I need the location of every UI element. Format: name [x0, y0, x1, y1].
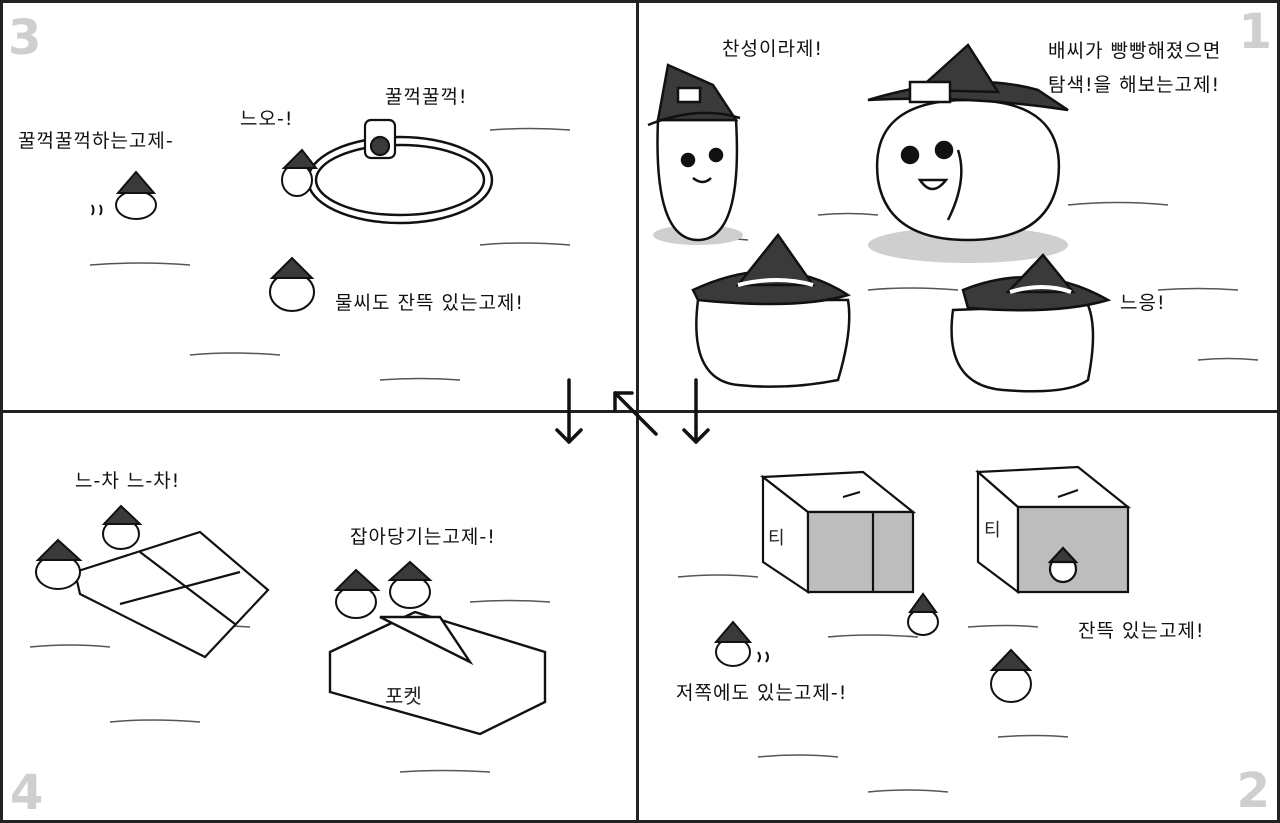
p2-speech-right: 잔뜩 있는고제!	[1078, 620, 1205, 642]
p3-speech-left: 꿀꺽꿀꺽하는고제-	[18, 130, 174, 152]
ground-lines	[89, 127, 571, 381]
panel-2-drawing	[677, 465, 1132, 793]
p3-speech-top: 꿀꺽꿀꺽!	[385, 86, 468, 108]
p4-speech-left: 느-차 느-차!	[75, 470, 181, 492]
character-pulling-2	[101, 504, 143, 550]
character-small-1	[713, 620, 769, 667]
panel-4-number: 4	[10, 765, 44, 821]
sack-label: 포켓	[385, 684, 422, 708]
panel-2-number: 2	[1236, 763, 1270, 819]
p4-speech-right: 잡아당기는고제-!	[350, 526, 496, 548]
character-near-pond	[281, 148, 319, 197]
panel-2: 2 티 티 저쪽에도 있는고제-! 잔뜩 있는고제!	[638, 412, 1280, 823]
panel-3-drawing	[89, 118, 571, 381]
panel-1-number: 1	[1238, 4, 1272, 60]
character-pulling-1	[35, 538, 83, 590]
character-drinking	[91, 170, 157, 220]
character-pulling-4	[387, 560, 433, 609]
outer-border-bottom	[0, 820, 1280, 823]
panel-1-drawing	[647, 43, 1259, 393]
character-bottom	[269, 256, 315, 312]
bottle	[363, 118, 397, 160]
p1-speech-bottom: 느응!	[1120, 292, 1166, 314]
shadow	[868, 227, 1068, 263]
character-left	[647, 63, 741, 242]
box-left-label: 티	[768, 528, 785, 549]
pocket-sack	[328, 610, 547, 736]
character-center	[867, 43, 1069, 242]
divider-horizontal	[0, 410, 1280, 413]
ground-lines	[667, 201, 1259, 361]
p1-speech-right-line2: 탐색!을 해보는고제!	[1048, 74, 1221, 96]
p2-speech-left: 저쪽에도 있는고제-!	[676, 682, 848, 704]
cloth	[73, 530, 270, 659]
p1-speech-left: 찬성이라제!	[722, 38, 824, 60]
outer-border-top	[0, 0, 1280, 3]
panel-3: 3 꿀꺽꿀꺽하는고제- 느오-! 꿀꺽꿀꺽! 물씨도 잔뜩 있는고제!	[0, 0, 638, 412]
character-pulling-3	[333, 568, 381, 619]
p1-speech-right-line1: 배씨가 빵빵해졌으면	[1048, 40, 1222, 62]
box-right	[975, 465, 1132, 595]
panel-3-number: 3	[8, 10, 42, 66]
ground-lines	[677, 574, 1069, 793]
panel-4: 4 느-차 느-차! 잡아당기는고제-! 포켓	[0, 412, 638, 823]
p3-speech-mid: 느오-!	[240, 108, 294, 130]
water-pond	[306, 135, 494, 225]
box-right-label: 티	[984, 520, 1001, 541]
character-small-2	[907, 592, 939, 636]
character-bottom-right	[950, 253, 1112, 393]
character-small-3	[989, 648, 1033, 703]
p3-speech-bottom: 물씨도 잔뜩 있는고제!	[335, 292, 525, 314]
box-left	[759, 470, 917, 595]
panel-1: 1 찬성이라제! 배씨가 빵빵해졌으면 탐색!을 해보는고제! 느응!	[638, 0, 1280, 412]
panel-4-drawing	[29, 504, 551, 773]
character-bottom-left	[691, 232, 851, 388]
